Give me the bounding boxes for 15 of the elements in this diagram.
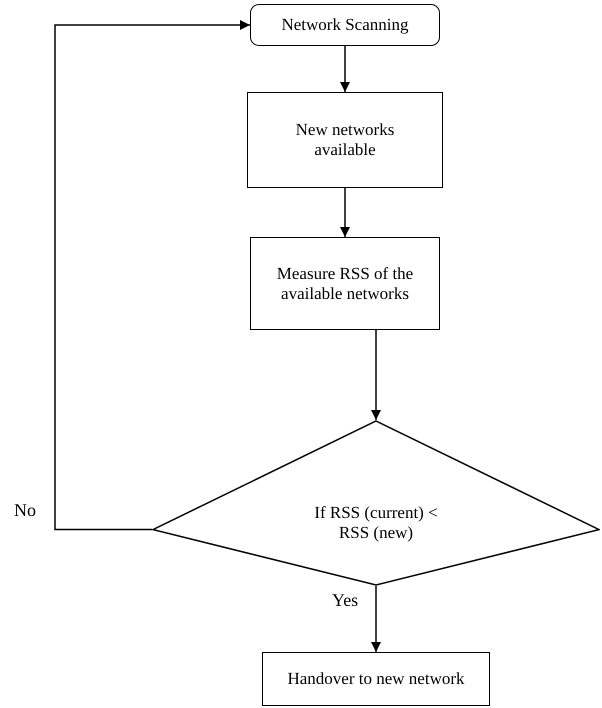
node-text: Handover to new network	[287, 669, 465, 689]
node-text: Network Scanning	[281, 15, 408, 35]
decision-diamond	[152, 420, 600, 586]
arrow	[340, 188, 350, 237]
arrow	[340, 46, 350, 92]
node-text: New networks available	[294, 120, 396, 160]
arrow	[371, 586, 381, 652]
arrow	[371, 330, 381, 420]
process-box	[250, 237, 440, 330]
start-box	[250, 4, 440, 46]
arrow	[54, 20, 250, 530]
node-text: Measure RSS of the available networks	[276, 264, 414, 304]
node-text: If RSS (current) < RSS (new)	[313, 503, 439, 543]
process-box	[247, 92, 443, 188]
process-box	[262, 652, 490, 706]
